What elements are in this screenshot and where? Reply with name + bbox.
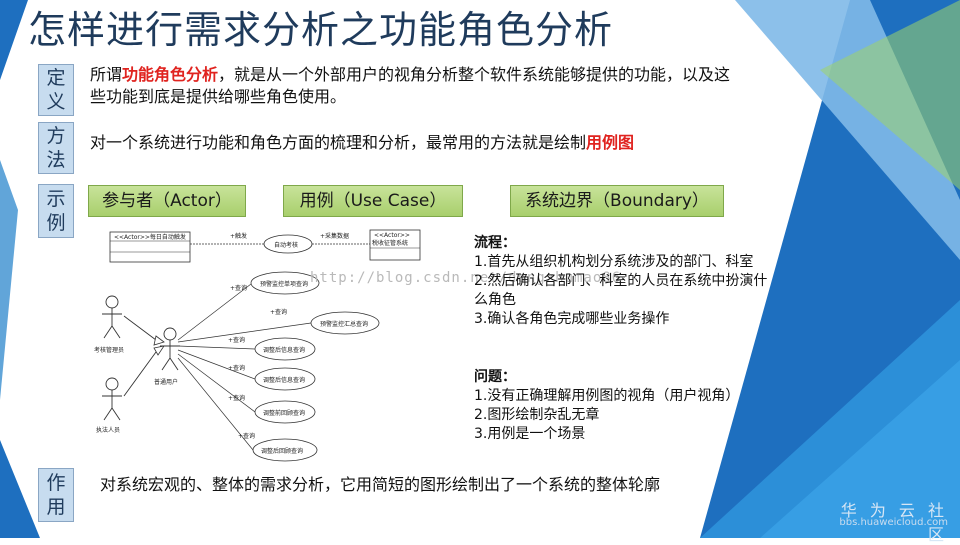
edge-query-1: +查询	[230, 284, 247, 292]
edge-query-3: +查询	[228, 336, 245, 344]
effect-label: 作 用	[38, 468, 74, 522]
effect-text: 对系统宏观的、整体的需求分析，它用简短的图形绘制出了一个系统的整体轮廓	[100, 475, 661, 494]
problems-item: 1.没有正确理解用例图的视角（用户视角）	[474, 388, 740, 404]
usecase-6: 调整后回顾查询	[261, 447, 303, 455]
definition-text-post: ，就是从一个外部用户的视角分析整个软件系统能够提供的功能，以及这些功能到底是提供…	[90, 65, 731, 106]
definition-highlight: 功能角色分析	[122, 65, 219, 84]
actor-box-tax-1: <<Actor>>	[374, 232, 410, 239]
process-block: 流程： 1.首先从组织机构划分系统涉及的部门、科室 2.然后确认各部门、科室的人…	[474, 234, 779, 329]
edge-query-5: +查询	[228, 394, 245, 402]
method-label: 方 法	[38, 122, 74, 174]
usecase-5: 调整前回顾查询	[263, 409, 305, 417]
usecase-1: 预警监控单项查询	[260, 280, 308, 288]
edge-trigger: +触发	[230, 232, 247, 240]
process-heading: 流程：	[474, 235, 516, 251]
problems-block: 问题： 1.没有正确理解用例图的视角（用户视角） 2.图形绘制杂乱无章 3.用例…	[474, 368, 779, 444]
method-text-pre: 对一个系统进行功能和角色方面的梳理和分析，最常用的方法就是绘制	[90, 133, 587, 152]
process-item: 2.然后确认各部门、科室的人员在系统中扮演什么角色	[474, 273, 768, 308]
definition-text: 所谓功能角色分析，就是从一个外部用户的视角分析整个软件系统能够提供的功能，以及这…	[90, 64, 740, 108]
edge-query-2: +查询	[270, 308, 287, 316]
tag-use-case: 用例（Use Case）	[283, 185, 463, 217]
problems-item: 3.用例是一个场景	[474, 426, 586, 442]
method-text: 对一个系统进行功能和角色方面的梳理和分析，最常用的方法就是绘制用例图	[90, 132, 740, 154]
problems-heading: 问题：	[474, 369, 516, 385]
use-case-diagram: <<Actor>>每日自动触发 <<Actor>> 税收征管系统 自动考核 +触…	[94, 229, 421, 462]
usecase-auto: 自动考核	[274, 241, 298, 249]
edge-collect: +采集数据	[320, 232, 349, 240]
actor-enforcer-label: 执法人员	[96, 426, 120, 434]
definition-label: 定 义	[38, 64, 74, 116]
usecase-4: 调整后信息查询	[263, 376, 305, 384]
process-item: 3.确认各角色完成哪些业务操作	[474, 311, 670, 327]
edge-query-4: +查询	[228, 364, 245, 372]
page-title: 怎样进行需求分析之功能角色分析	[28, 8, 614, 52]
method-highlight: 用例图	[586, 133, 635, 152]
problems-item: 2.图形绘制杂乱无章	[474, 407, 600, 423]
watermark: http://blog.csdn.net/dongzhumao86	[310, 270, 622, 286]
usecase-3: 调整后信息查询	[263, 346, 305, 354]
footer-url: bbs.huaweicloud.com	[839, 517, 948, 528]
edge-query-6: +查询	[238, 432, 255, 440]
actor-user-label: 普通用户	[154, 378, 178, 386]
actor-manager-label: 考核管理员	[94, 346, 124, 354]
definition-text-pre: 所谓	[90, 65, 123, 84]
tag-boundary: 系统边界（Boundary）	[510, 185, 724, 217]
example-label: 示 例	[38, 184, 74, 238]
usecase-2: 预警监控汇总查询	[320, 320, 368, 328]
tag-actor: 参与者（Actor）	[88, 185, 246, 217]
actor-box-tax-2: 税收征管系统	[372, 239, 408, 247]
process-item: 1.首先从组织机构划分系统涉及的部门、科室	[474, 254, 754, 270]
actor-box-trigger: <<Actor>>每日自动触发	[114, 233, 186, 241]
